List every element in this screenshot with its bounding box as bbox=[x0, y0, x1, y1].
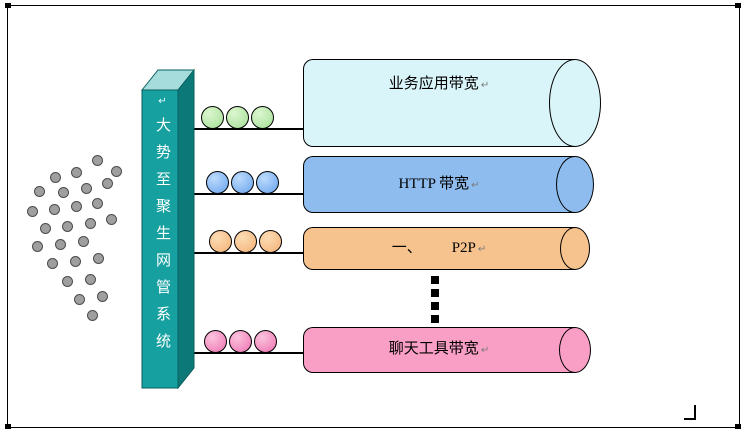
pipe-p2p: 一、 P2P↵ bbox=[303, 227, 593, 270]
packet-dot bbox=[85, 274, 96, 285]
pipe-cap bbox=[556, 156, 594, 213]
paragraph-mark: ↵ bbox=[480, 80, 490, 91]
packet-dot bbox=[92, 198, 103, 209]
bar-front-face bbox=[141, 89, 179, 389]
packet-dot bbox=[34, 186, 45, 197]
pipe-chat: 聊天工具带宽↵ bbox=[303, 327, 594, 373]
packet-dot bbox=[111, 166, 122, 177]
pipe-cap bbox=[559, 327, 591, 373]
pipe-label: 业务应用带宽↵ bbox=[303, 75, 575, 95]
ball-http bbox=[206, 171, 229, 194]
paragraph-mark: ↵ bbox=[480, 345, 490, 356]
packet-dot bbox=[106, 214, 117, 225]
pipe-body bbox=[303, 227, 575, 270]
packet-dot bbox=[47, 258, 58, 269]
pipe-label-text: HTTP 带宽 bbox=[398, 176, 470, 192]
packet-dot bbox=[87, 310, 98, 321]
pipe-business: 业务应用带宽↵ bbox=[303, 59, 605, 147]
page-border bbox=[7, 5, 740, 428]
gateway-bar-label: ↵大势至聚生网管系统 bbox=[149, 96, 173, 388]
pipe-http: HTTP 带宽↵ bbox=[303, 156, 598, 213]
gateway-bar-text: 大势至聚生网管系统 bbox=[154, 117, 170, 360]
corner-tick bbox=[735, 3, 741, 8]
wire bbox=[178, 193, 306, 195]
packet-dot bbox=[58, 187, 69, 198]
packet-dot bbox=[92, 155, 103, 166]
cursor-mark bbox=[684, 405, 696, 420]
pipe-body bbox=[303, 59, 575, 147]
ball-chat bbox=[229, 330, 252, 353]
dot-segment bbox=[431, 276, 439, 284]
pipe-cap bbox=[549, 59, 601, 147]
pipe-label: HTTP 带宽↵ bbox=[303, 175, 575, 195]
pipe-label-text: 一、 P2P bbox=[391, 240, 476, 256]
pipe-body bbox=[303, 327, 575, 373]
packet-dot bbox=[97, 291, 108, 302]
pipe-label: 聊天工具带宽↵ bbox=[303, 340, 575, 360]
ball-business bbox=[251, 106, 274, 129]
dot-segment bbox=[431, 289, 439, 297]
packet-dot bbox=[27, 206, 38, 217]
ball-p2p bbox=[209, 230, 232, 253]
ball-business bbox=[226, 106, 249, 129]
packet-dot bbox=[55, 239, 66, 250]
wire bbox=[178, 352, 306, 354]
ball-p2p bbox=[234, 230, 257, 253]
bar-side-face bbox=[177, 68, 195, 390]
paragraph-mark: ↵ bbox=[477, 244, 487, 255]
packet-dot bbox=[71, 167, 82, 178]
packet-dot bbox=[78, 236, 89, 247]
packet-dot bbox=[50, 172, 61, 183]
pipe-label: 一、 P2P↵ bbox=[303, 239, 575, 259]
ball-http bbox=[231, 171, 254, 194]
packet-dot bbox=[81, 183, 92, 194]
dot-segment bbox=[431, 302, 439, 310]
paragraph-mark: ↵ bbox=[471, 180, 480, 191]
packet-dot bbox=[102, 178, 113, 189]
packet-dot bbox=[85, 218, 96, 229]
packet-dot bbox=[32, 241, 43, 252]
packet-dot bbox=[49, 204, 60, 215]
ball-chat bbox=[254, 330, 277, 353]
gateway-bar bbox=[140, 68, 196, 390]
pipe-body bbox=[303, 156, 575, 213]
ball-p2p bbox=[259, 230, 282, 253]
dot-segment bbox=[431, 315, 439, 323]
packet-dot bbox=[62, 221, 73, 232]
ball-business bbox=[201, 106, 224, 129]
packet-dot bbox=[62, 276, 73, 287]
ball-chat bbox=[204, 330, 227, 353]
packet-dot bbox=[71, 201, 82, 212]
corner-tick bbox=[735, 424, 741, 429]
paragraph-mark: ↵ bbox=[157, 96, 168, 117]
corner-tick bbox=[5, 3, 11, 8]
packet-dot bbox=[70, 256, 81, 267]
pipe-label-text: 业务应用带宽 bbox=[388, 76, 479, 92]
packet-dot bbox=[93, 253, 104, 264]
packet-dot bbox=[40, 223, 51, 234]
dotted-separator bbox=[431, 276, 439, 328]
pipe-cap bbox=[560, 227, 590, 270]
packet-dot bbox=[74, 294, 85, 305]
wire bbox=[178, 252, 306, 254]
wire bbox=[178, 128, 306, 130]
ball-http bbox=[256, 171, 279, 194]
corner-tick bbox=[5, 424, 11, 429]
pipe-label-text: 聊天工具带宽 bbox=[388, 341, 479, 357]
